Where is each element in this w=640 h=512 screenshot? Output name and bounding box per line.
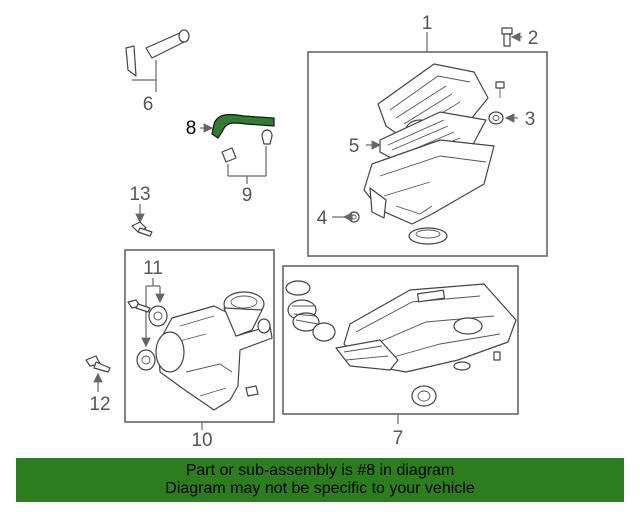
callout-1: 1 [422, 13, 433, 34]
callout-9: 9 [242, 185, 253, 206]
callout-13: 13 [129, 184, 150, 205]
banner-line-2: Diagram may not be specific to your vehi… [165, 480, 475, 497]
part-12-group [85, 355, 111, 392]
part-7-group [282, 265, 519, 424]
callout-4: 4 [317, 208, 328, 229]
callout-2: 2 [528, 28, 539, 49]
callout-3: 3 [525, 109, 536, 130]
frame-part-10 [124, 249, 275, 423]
banner-line-1: Part or sub-assembly is #8 in diagram [185, 462, 455, 479]
part-10-group [124, 249, 275, 430]
callout-8: 8 [186, 118, 197, 139]
callout-5: 5 [349, 136, 360, 157]
callout-11: 11 [143, 258, 163, 279]
air-cleaner-group [307, 27, 548, 257]
hose-clamp-right [261, 129, 273, 145]
frame-part-7 [282, 265, 519, 415]
callout-10: 10 [191, 430, 212, 451]
part-6-group [125, 29, 190, 92]
part-8-group [200, 113, 275, 184]
highlighted-hose-part-8 [211, 113, 275, 139]
part-13-group [131, 204, 153, 237]
info-banner: Part or sub-assembly is #8 in diagram Di… [16, 458, 624, 502]
callout-12: 12 [89, 394, 110, 415]
hose-clamp-left [221, 147, 237, 163]
callout-7: 7 [393, 428, 404, 449]
callout-6: 6 [143, 94, 154, 115]
